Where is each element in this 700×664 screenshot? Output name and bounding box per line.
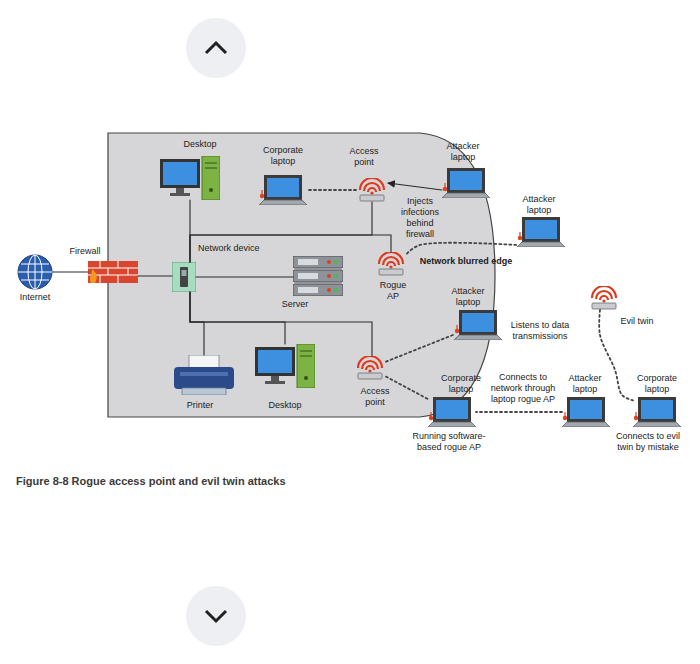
wireless-link [407,243,517,254]
edge-label: Connects to network through laptop rogue… [487,372,559,405]
node-note: Running software-based rogue AP [403,431,495,453]
node-label: Firewall [60,246,110,257]
network-device-icon: Network device [172,262,196,292]
access-point-icon: Access point [354,356,386,380]
node-label: Attacker laptop [562,373,608,395]
node-label: Corporate laptop [634,373,680,395]
node-label: Access point [344,146,384,168]
wireless-link [386,377,428,400]
wireless-link [386,335,454,362]
node-label: Internet [10,292,60,303]
wireless-link [476,411,562,413]
figure-caption: Figure 8-8 Rogue access point and evil t… [16,474,286,488]
laptop-icon: Attacker laptop [442,168,490,198]
node-note: Connects to evil twin by mistake [608,431,688,453]
network-cable [190,292,285,344]
internet-globe: Internet [17,254,53,290]
laptop-icon: Attacker laptop [562,397,610,427]
network-cable [190,292,372,356]
laptop-icon: Corporate laptopRunning software-based r… [428,397,476,427]
network-cable [53,271,88,272]
node-label: Printer [175,400,225,411]
network-cable [190,202,372,262]
desktop-icon: Desktop [255,344,315,388]
node-label: Attacker laptop [440,141,486,163]
laptop-icon: Corporate laptop [259,175,307,205]
node-label: Corporate laptop [258,145,308,167]
access-point-icon: Evil twin [588,286,620,310]
network-cable [388,183,442,190]
network-cable [196,276,293,277]
node-label: Evil twin [615,316,659,327]
region-label: Network blurred edge [411,256,521,267]
printer-icon: Printer [174,355,234,395]
desktop-icon: Desktop [160,156,220,200]
server-icon: Server [293,256,343,296]
node-label: Access point [355,386,395,408]
node-label: Server [273,299,317,310]
firewall-icon: Firewall [88,261,138,283]
network-cable [190,235,391,262]
node-label: Attacker laptop [445,286,491,308]
laptop-icon: Corporate laptopConnects to evil twin by… [633,397,681,427]
network-cable [138,275,172,276]
wireless-link [307,189,356,191]
edge-label: Injects infections behind firewall [393,196,447,240]
node-label: Attacker laptop [516,194,562,216]
node-label: Desktop [260,400,310,411]
network-cable [190,292,204,355]
node-label: Rogue AP [376,280,410,302]
node-label: Corporate laptop [438,373,484,395]
node-note: Listens to data transmissions [507,320,573,342]
node-label: Desktop [175,139,225,150]
access-point-icon: Access point [356,178,388,202]
access-point-icon: Rogue AP [375,252,407,276]
node-label: Network device [198,243,278,254]
laptop-icon: Attacker laptop [517,217,565,247]
laptop-icon: Attacker laptopListens to data transmiss… [454,310,502,340]
